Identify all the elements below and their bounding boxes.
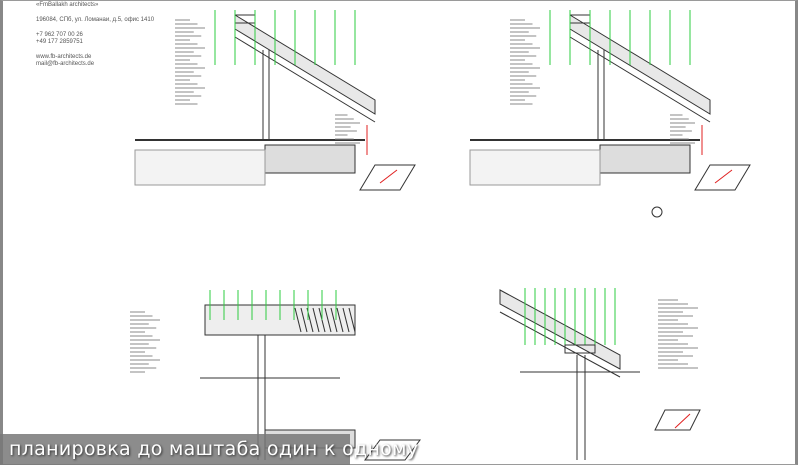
roof-layer [569,14,711,115]
insulation-hatch [312,307,320,333]
roof-line [499,311,621,378]
roof-layer [234,14,376,115]
insulation-hatch [300,307,308,333]
company-website[interactable]: www.fb-architects.de [36,54,92,60]
roof-line [569,36,711,123]
eave-box [564,344,596,354]
company-address: 196084, СПб, ул. Ломанаи, д.5, офис 1410 [36,17,155,23]
roof-line [234,36,376,123]
ground-fill [134,149,266,186]
company-email[interactable]: mail@fb-architects.de [36,61,95,67]
section-marker-arrow [714,169,733,184]
caption-banner: планировка до маштаба один к одному [0,434,418,465]
insulation-hatch [336,307,344,333]
slab [599,144,691,174]
insulation-hatch [342,307,350,333]
company-phone-1: +7 962 707 00 26 [36,32,83,38]
ground-fill [469,149,601,186]
company-name: «FmBallakh architects» [36,2,99,8]
insulation-hatch [348,307,356,333]
roof-layer [499,289,621,370]
section-marker [364,439,421,461]
section-marker-arrow [379,169,398,184]
section-marker [694,164,751,191]
company-info: «FmBallakh architects» 196084, СПб, ул. … [36,2,154,68]
section-marker [359,164,416,191]
insulation-hatch [294,307,302,333]
insulation-hatch [330,307,338,333]
slab [264,144,356,174]
section-marker-arrow [674,413,691,429]
insulation-hatch [324,307,332,333]
company-phone-2: +49 177 2859751 [36,39,83,45]
detail-callout-circle [651,206,663,218]
section-marker [654,409,701,431]
